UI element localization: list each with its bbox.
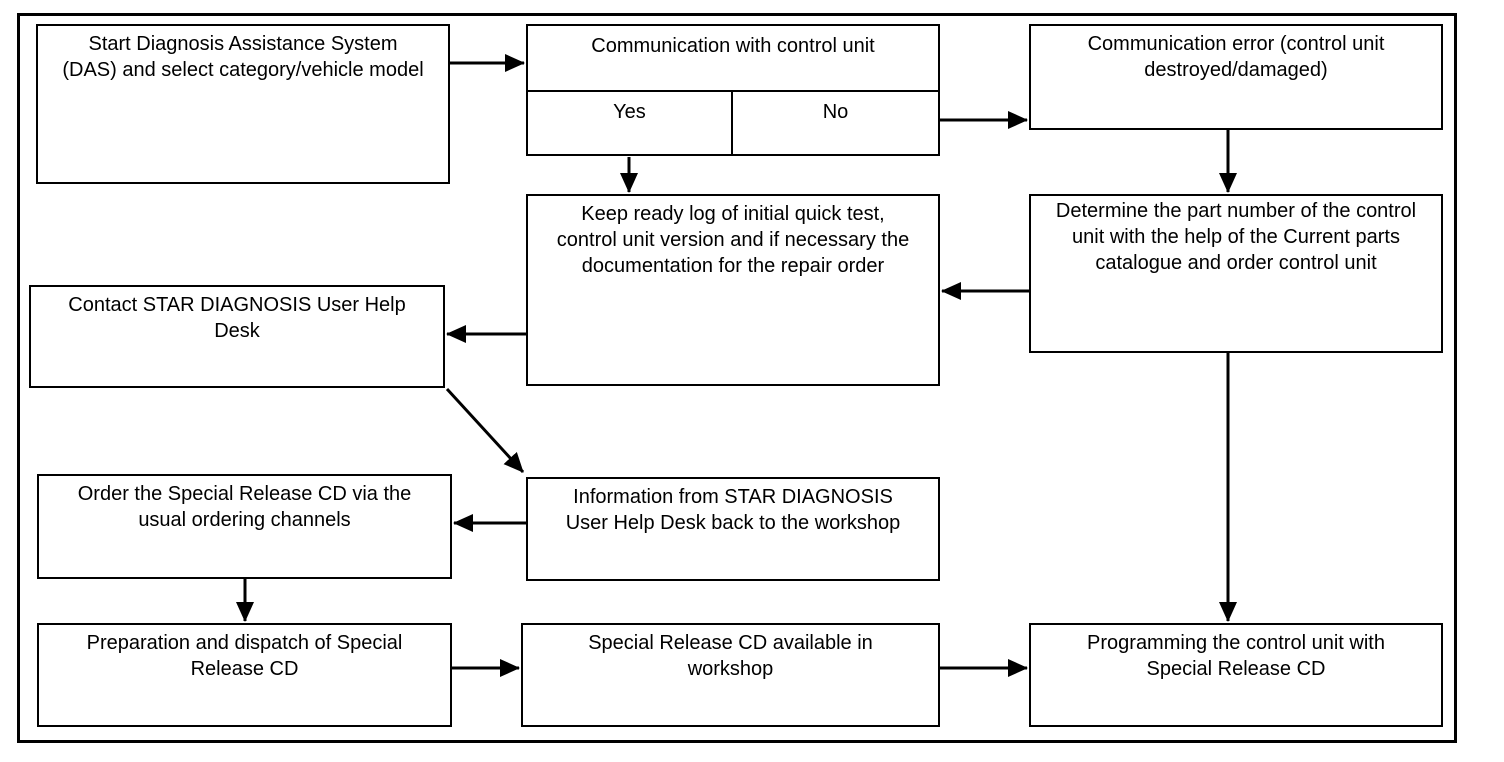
- arrow-contact-to-info: [445, 387, 525, 474]
- node-communication-with-control-unit: Communication with control unit Yes No: [526, 24, 940, 156]
- node-info-star-help-desk: Information from STAR DIAGNOSIS User Hel…: [526, 477, 940, 581]
- node-keep-ready-log: Keep ready log of initial quick test, co…: [526, 194, 940, 386]
- node-communication-error: Communication error (control unit destro…: [1029, 24, 1443, 130]
- decision-cells: Yes No: [528, 92, 938, 154]
- diagram-outer-border: [17, 13, 1457, 743]
- decision-no-cell: No: [822, 101, 849, 123]
- node-determine-part-number: Determine the part number of the control…: [1029, 194, 1443, 353]
- node-order-special-release-cd: Order the Special Release CD via the usu…: [37, 474, 452, 579]
- node-preparation-dispatch-cd: Preparation and dispatch of Special Rele…: [37, 623, 452, 727]
- node-cd-available-workshop: Special Release CD available in workshop: [521, 623, 940, 727]
- node-programming-control-unit: Programming the control unit with Specia…: [1029, 623, 1443, 727]
- node-communication-title: Communication with control unit: [528, 26, 938, 92]
- node-contact-star-help-desk: Contact STAR DIAGNOSIS User Help Desk: [29, 285, 445, 388]
- node-start-das: Start Diagnosis Assistance System (DAS) …: [36, 24, 450, 184]
- decision-yes-cell: Yes: [528, 92, 733, 154]
